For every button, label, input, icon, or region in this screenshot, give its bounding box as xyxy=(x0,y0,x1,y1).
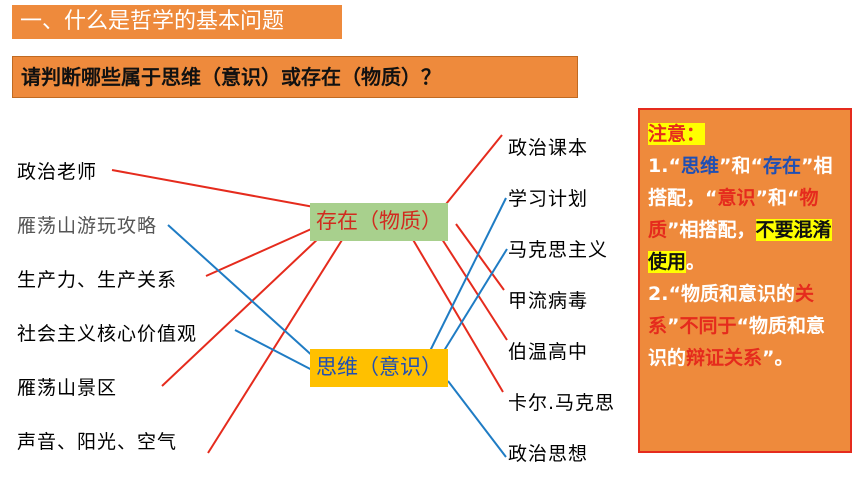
note-point-1: 1.“思维”和“存在”相搭配，“意识”和“物质”相搭配，不要混淆使用。 xyxy=(648,155,833,273)
line-exist-virus xyxy=(455,223,505,291)
line-values-think xyxy=(234,329,317,373)
exist-matter-box: 存在（物质） xyxy=(310,203,448,241)
line-think-thought xyxy=(447,380,507,458)
left-item-core-values: 社会主义核心价值观 xyxy=(17,323,198,345)
right-item-textbook: 政治课本 xyxy=(508,137,589,159)
note-heading: 注意： xyxy=(648,123,706,145)
right-item-study-plan: 学习计划 xyxy=(508,188,589,210)
left-item-teacher: 政治老师 xyxy=(17,161,98,183)
section-title: 一、什么是哲学的基本问题 xyxy=(12,5,342,39)
line-exist-school xyxy=(439,235,508,341)
line-sound-exist xyxy=(207,239,343,454)
right-item-marxism: 马克思主义 xyxy=(508,239,609,261)
thinking-consciousness-box: 思维（意识） xyxy=(310,349,448,387)
right-item-karl-marx: 卡尔.马克思 xyxy=(508,392,616,414)
line-teacher-exist xyxy=(111,169,315,208)
right-item-high-school: 伯温高中 xyxy=(508,341,589,363)
note-point-2: 2.“物质和意识的关系”不同于“物质和意识的辩证关系”。 xyxy=(648,283,826,369)
line-exist-textbook xyxy=(441,134,503,210)
line-think-marxism xyxy=(441,248,508,355)
line-think-plan xyxy=(428,197,507,354)
question-banner: 请判断哪些属于思维（意识）或存在（物质）？ xyxy=(12,56,578,98)
right-item-political-thought: 政治思想 xyxy=(508,443,589,465)
line-productive-exist xyxy=(205,225,319,277)
left-item-productive-forces: 生产力、生产关系 xyxy=(17,269,178,291)
left-item-travel-guide: 雁荡山游玩攻略 xyxy=(17,215,158,237)
line-scenic-exist xyxy=(161,235,322,387)
right-item-flu-virus: 甲流病毒 xyxy=(508,290,589,312)
left-item-sound-light-air: 声音、阳光、空气 xyxy=(17,431,178,453)
left-item-scenic-area: 雁荡山景区 xyxy=(17,377,118,399)
line-guide-think xyxy=(167,224,317,360)
note-box: 注意： 1.“思维”和“存在”相搭配，“意识”和“物质”相搭配，不要混淆使用。 … xyxy=(638,108,852,453)
line-exist-marx xyxy=(411,237,504,393)
